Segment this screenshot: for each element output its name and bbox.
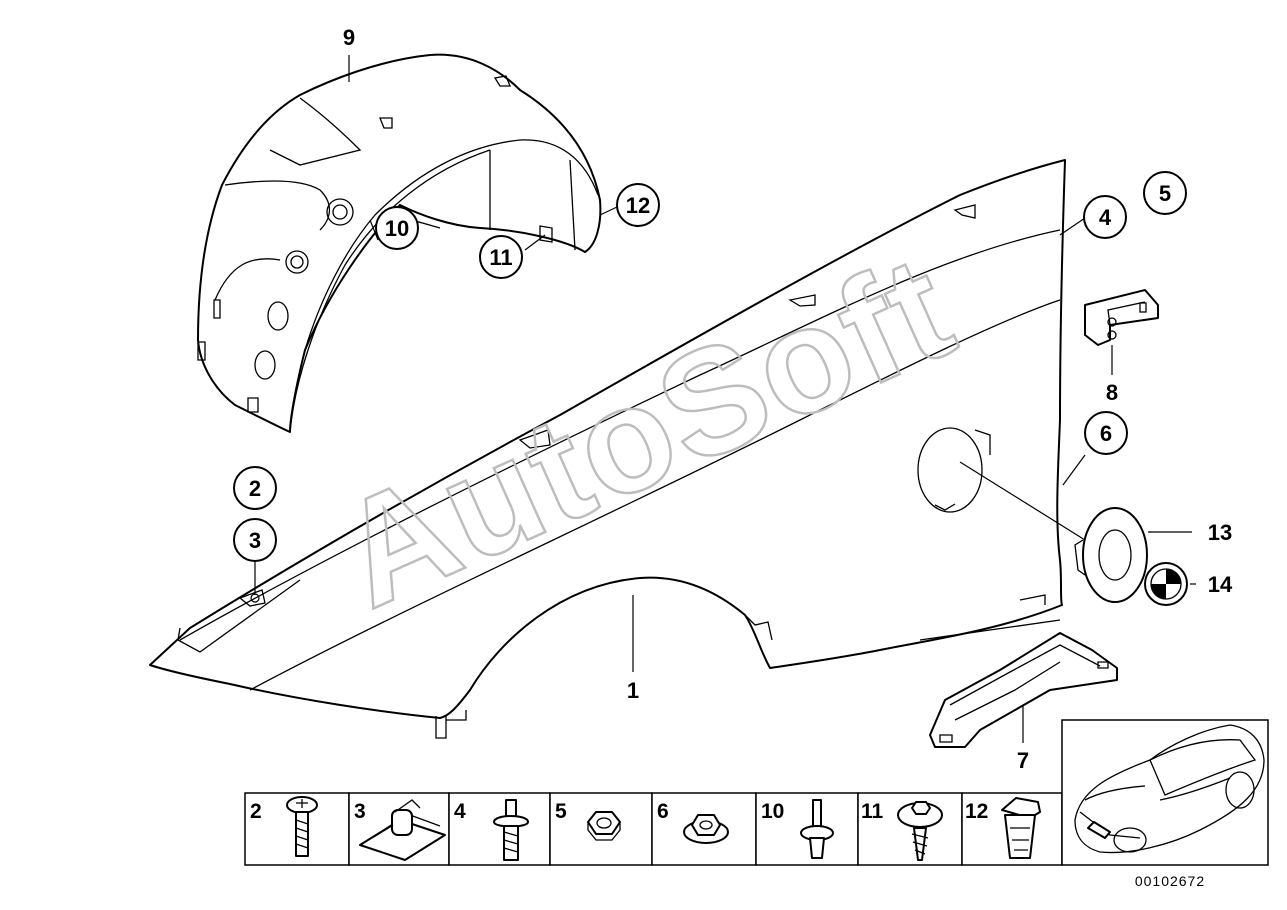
bracket-part-8: [1084, 289, 1159, 346]
callout-11: 11: [489, 245, 512, 270]
strip-label-2: 2: [250, 800, 262, 823]
leader-lines: [250, 55, 1196, 743]
strip-label-11: 11: [861, 800, 884, 823]
sealing-ring-part-13: [1074, 507, 1148, 603]
support-bracket-part-7: [929, 632, 1118, 748]
hex-nut-icon: [587, 811, 621, 841]
callout-4: 4: [1099, 205, 1112, 230]
callout-9: 9: [343, 25, 355, 50]
vehicle-thumbnail: [1061, 719, 1269, 866]
screw-icon: [286, 796, 318, 857]
callout-5: 5: [1159, 181, 1171, 206]
fender-panel: [149, 159, 1066, 739]
emblem-part-14: [1144, 562, 1188, 606]
flange-nut-icon: [683, 814, 729, 844]
hardware-strip: 2 3 4 5 6 10 11 12: [244, 792, 1063, 866]
strip-label-12: 12: [965, 800, 988, 823]
strip-label-5: 5: [555, 800, 567, 823]
clip-nut-icon: [359, 799, 446, 861]
washer-screw-icon: [897, 801, 943, 861]
strip-label-10: 10: [761, 800, 784, 823]
callout-2: 2: [249, 476, 261, 501]
callout-8: 8: [1106, 380, 1118, 405]
strip-label-6: 6: [657, 800, 669, 823]
plastic-rivet-icon: [800, 799, 834, 859]
callout-14: 14: [1208, 572, 1233, 597]
callout-3: 3: [249, 528, 261, 553]
wheel-arch-liner: [197, 53, 602, 433]
callout-13: 13: [1208, 520, 1232, 545]
callout-12: 12: [626, 193, 650, 218]
expansion-clip-icon: [1001, 797, 1041, 859]
callout-1: 1: [627, 678, 639, 703]
callout-7: 7: [1017, 748, 1029, 773]
callout-6: 6: [1100, 421, 1112, 446]
strip-label-3: 3: [354, 800, 366, 823]
strip-label-4: 4: [454, 800, 466, 823]
reference-number: 00102672: [1135, 873, 1205, 889]
callout-10: 10: [385, 216, 409, 241]
callouts: 9 10 11 12 4 5 8 6 13 14 2 3 1 7: [233, 25, 1233, 773]
stud-bolt-icon: [493, 799, 529, 861]
